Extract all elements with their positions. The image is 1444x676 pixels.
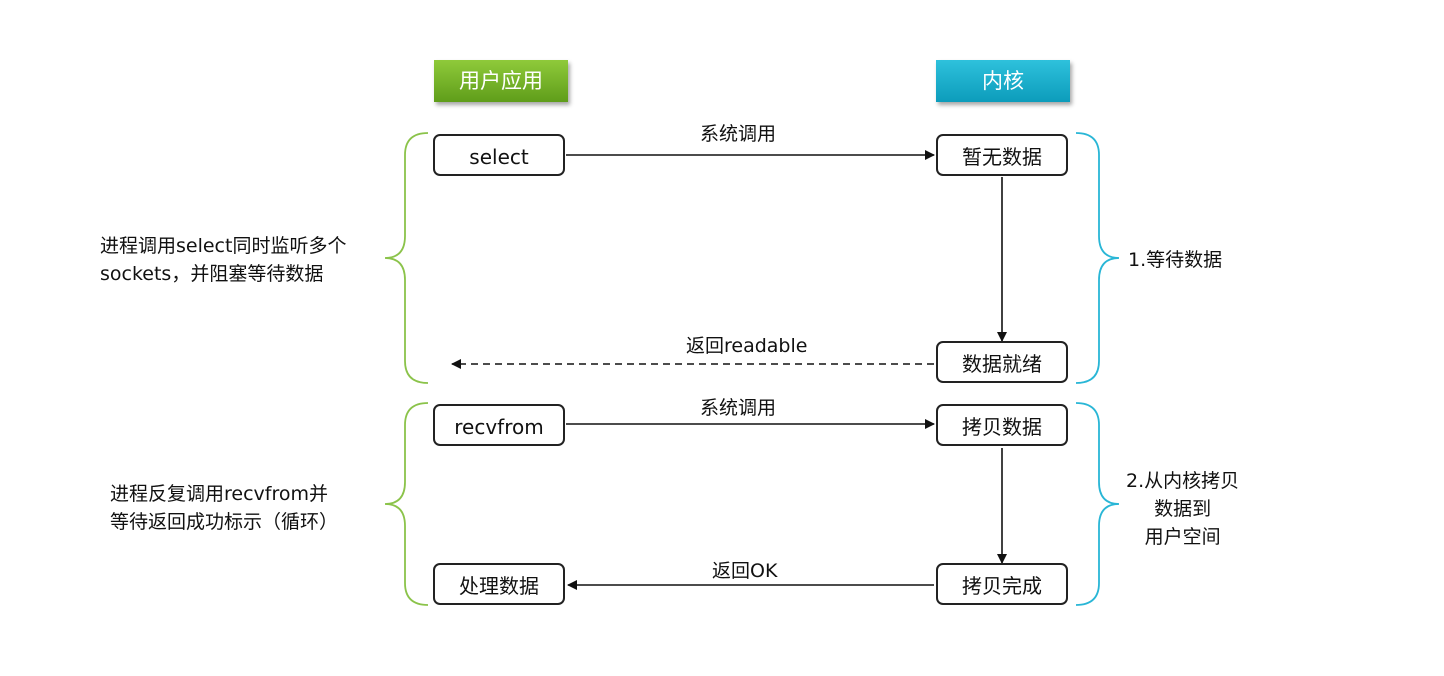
left-brace-phase1	[384, 132, 429, 384]
return-readable-label: 返回readable	[686, 335, 808, 357]
stage2-note-line2: 数据到	[1154, 498, 1212, 520]
phase2-note-line1: 进程反复调用recvfrom并	[110, 483, 328, 505]
phase2-note-line2: 等待返回成功标示（循环）	[110, 511, 339, 533]
no-data-box: 暂无数据	[936, 134, 1068, 176]
right-brace-stage1	[1075, 132, 1120, 384]
return-ok-label: 返回OK	[712, 560, 778, 582]
kernel-header: 内核	[936, 60, 1070, 102]
recvfrom-box: recvfrom	[433, 404, 565, 446]
phase1-note: 进程调用select同时监听多个 sockets，并阻塞等待数据	[100, 232, 346, 288]
copy-done-box: 拷贝完成	[936, 563, 1068, 605]
copy-data-box: 拷贝数据	[936, 404, 1068, 446]
data-ready-box: 数据就绪	[936, 341, 1068, 383]
select-box: select	[433, 134, 565, 176]
stage2-note-line3: 用户空间	[1144, 526, 1221, 548]
stage2-note-line1: 2.从内核拷贝	[1126, 470, 1240, 492]
phase2-note: 进程反复调用recvfrom并 等待返回成功标示（循环）	[110, 480, 338, 536]
right-brace-stage2	[1075, 402, 1120, 606]
user-app-header: 用户应用	[434, 60, 568, 102]
stage2-note: 2.从内核拷贝 数据到 用户空间	[1126, 467, 1239, 551]
syscall-label-1: 系统调用	[700, 123, 777, 145]
syscall-label-2: 系统调用	[700, 397, 777, 419]
process-data-box: 处理数据	[433, 563, 565, 605]
stage1-note: 1.等待数据	[1128, 249, 1223, 271]
phase1-note-line1: 进程调用select同时监听多个	[100, 235, 347, 257]
left-brace-phase2	[384, 402, 429, 606]
phase1-note-line2: sockets，并阻塞等待数据	[100, 263, 324, 285]
